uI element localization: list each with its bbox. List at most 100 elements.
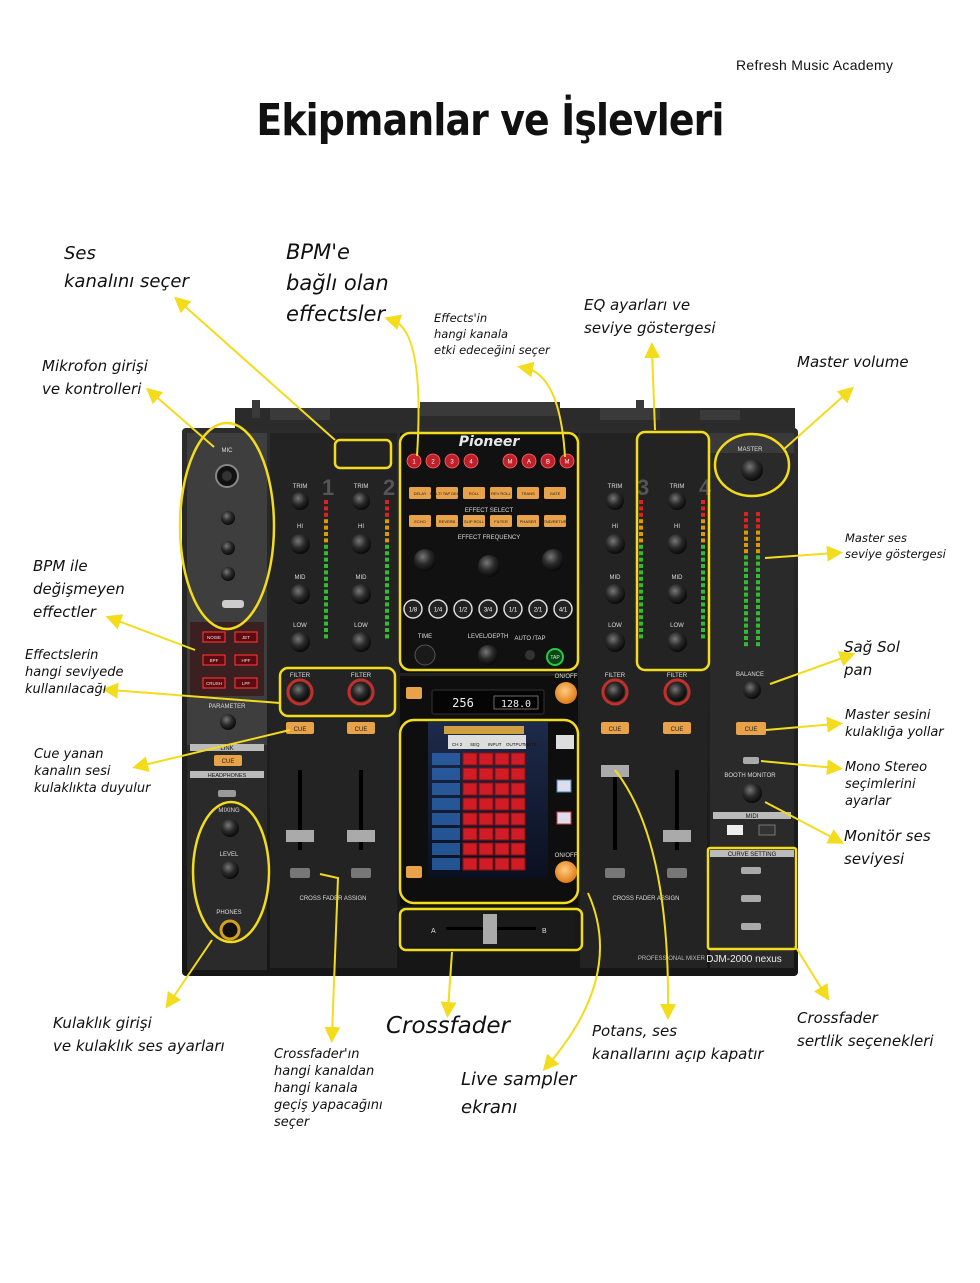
sampler-pad (510, 827, 526, 841)
svg-text:LINK: LINK (220, 746, 233, 752)
fx-channel-button (540, 453, 556, 469)
svg-text:SEQ: SEQ (470, 742, 480, 747)
svg-text:B: B (546, 460, 550, 466)
svg-text:PARAMETER: PARAMETER (209, 704, 247, 710)
svg-text:EFFECT FREQUENCY: EFFECT FREQUENCY (458, 535, 521, 541)
sampler-pad (510, 752, 526, 766)
academy-name: Refresh Music Academy (736, 57, 894, 73)
sampler-pad (494, 812, 510, 826)
svg-text:A: A (527, 460, 531, 466)
svg-text:BALANCE: BALANCE (736, 672, 764, 678)
beat-button (453, 599, 473, 619)
beat-button (528, 599, 548, 619)
svg-text:MULTI TAP DELAY: MULTI TAP DELAY (430, 491, 464, 496)
svg-text:FILTER: FILTER (351, 673, 372, 679)
svg-text:MID: MID (295, 575, 307, 581)
label-cue-yanan: Cue yanan kanalın sesi kulaklıkta duyulu… (34, 747, 151, 796)
svg-text:TRANS: TRANS (521, 491, 535, 496)
svg-text:GATE: GATE (550, 491, 561, 496)
label-eq-ayarlari: EQ ayarları ve seviye göstergesi (584, 296, 716, 337)
fx-select-button (463, 487, 485, 499)
sampler-pad (462, 857, 478, 871)
svg-text:3: 3 (450, 460, 454, 466)
label-master-volume: Master volume (797, 353, 909, 371)
svg-text:ROLL: ROLL (469, 491, 480, 496)
sampler-pad (478, 812, 494, 826)
svg-text:1/8: 1/8 (409, 608, 418, 614)
svg-text:4: 4 (469, 460, 473, 466)
svg-text:3: 3 (637, 475, 649, 500)
sampler-pad (462, 782, 478, 796)
sampler-pad (510, 797, 526, 811)
bpm-independent-fx-button (234, 677, 258, 689)
svg-text:2: 2 (431, 460, 435, 466)
sampler-pad (494, 842, 510, 856)
beat-button (428, 599, 448, 619)
svg-text:SEND/RETURN: SEND/RETURN (541, 519, 570, 524)
svg-text:1: 1 (412, 460, 416, 466)
svg-text:FILTER: FILTER (605, 673, 626, 679)
svg-text:CUE: CUE (222, 759, 235, 765)
svg-text:HPF: HPF (242, 658, 251, 663)
label-live-sampler: Live sampler ekranı (461, 1069, 577, 1118)
sampler-pad (494, 767, 510, 781)
fx-select-button (544, 487, 566, 499)
label-crossfader: Crossfader (386, 1013, 510, 1039)
svg-text:JET: JET (242, 635, 250, 640)
svg-text:MID: MID (672, 575, 684, 581)
fx-channel-button (521, 453, 537, 469)
fx-select-button (436, 515, 458, 527)
fx-select-button (517, 515, 539, 527)
svg-text:REVERB: REVERB (439, 519, 456, 524)
svg-text:CUE: CUE (609, 727, 622, 733)
fx-channel-button (444, 453, 460, 469)
svg-text:A: A (431, 928, 436, 935)
annotation-arrows (102, 296, 856, 1072)
sampler-pad (510, 842, 526, 856)
label-kulaklik: Kulaklık girişi ve kulaklık ses ayarları (53, 1014, 225, 1055)
label-crossfader-kanal: Crossfader'ın hangi kanaldan hangi kanal… (274, 1047, 383, 1130)
sampler-pad (510, 857, 526, 871)
svg-text:CROSS FADER ASSIGN: CROSS FADER ASSIGN (612, 896, 679, 902)
svg-text:CUE: CUE (355, 727, 368, 733)
label-bpm-effects: BPM'e bağlı olan effectsler (286, 240, 389, 326)
svg-text:ON/OFF: ON/OFF (555, 853, 578, 859)
label-crossfader-sertlik: Crossfader sertlik seçenekleri (797, 1009, 934, 1050)
sampler-pad (462, 827, 478, 841)
fx-select-button (463, 515, 485, 527)
sampler-pad (494, 827, 510, 841)
svg-text:HI: HI (358, 524, 364, 530)
svg-text:FILTER: FILTER (667, 673, 688, 679)
svg-text:2/1: 2/1 (534, 608, 543, 614)
beat-button (478, 599, 498, 619)
svg-text:LEVEL/DEPTH: LEVEL/DEPTH (468, 634, 509, 640)
crossfader-knob (483, 914, 497, 944)
svg-text:TAP: TAP (550, 655, 560, 661)
fx-channel-button (425, 453, 441, 469)
svg-text:PHONES: PHONES (216, 910, 241, 916)
bpm-independent-fx-button (202, 631, 226, 643)
label-bpm-degismeyen: BPM ile değişmeyen effectler (33, 557, 125, 621)
svg-text:CROSS FADER ASSIGN: CROSS FADER ASSIGN (299, 896, 366, 902)
fx-select-button (544, 515, 566, 527)
svg-text:LOW: LOW (354, 623, 368, 629)
svg-text:3/4: 3/4 (484, 608, 493, 614)
svg-text:4/1: 4/1 (559, 608, 568, 614)
pioneer-logo: Pioneer (459, 434, 521, 450)
svg-text:CUE: CUE (294, 727, 307, 733)
svg-text:MIXING: MIXING (218, 808, 240, 814)
svg-text:MUTE: MUTE (524, 742, 537, 747)
svg-text:BPF: BPF (210, 658, 219, 663)
fx-channel-button (502, 453, 518, 469)
svg-text:MID: MID (610, 575, 622, 581)
svg-text:SLIP ROLL: SLIP ROLL (464, 519, 485, 524)
sampler-pad (462, 767, 478, 781)
svg-text:TRIM: TRIM (293, 484, 308, 490)
sampler-pad (494, 797, 510, 811)
svg-text:PHASER: PHASER (520, 519, 537, 524)
